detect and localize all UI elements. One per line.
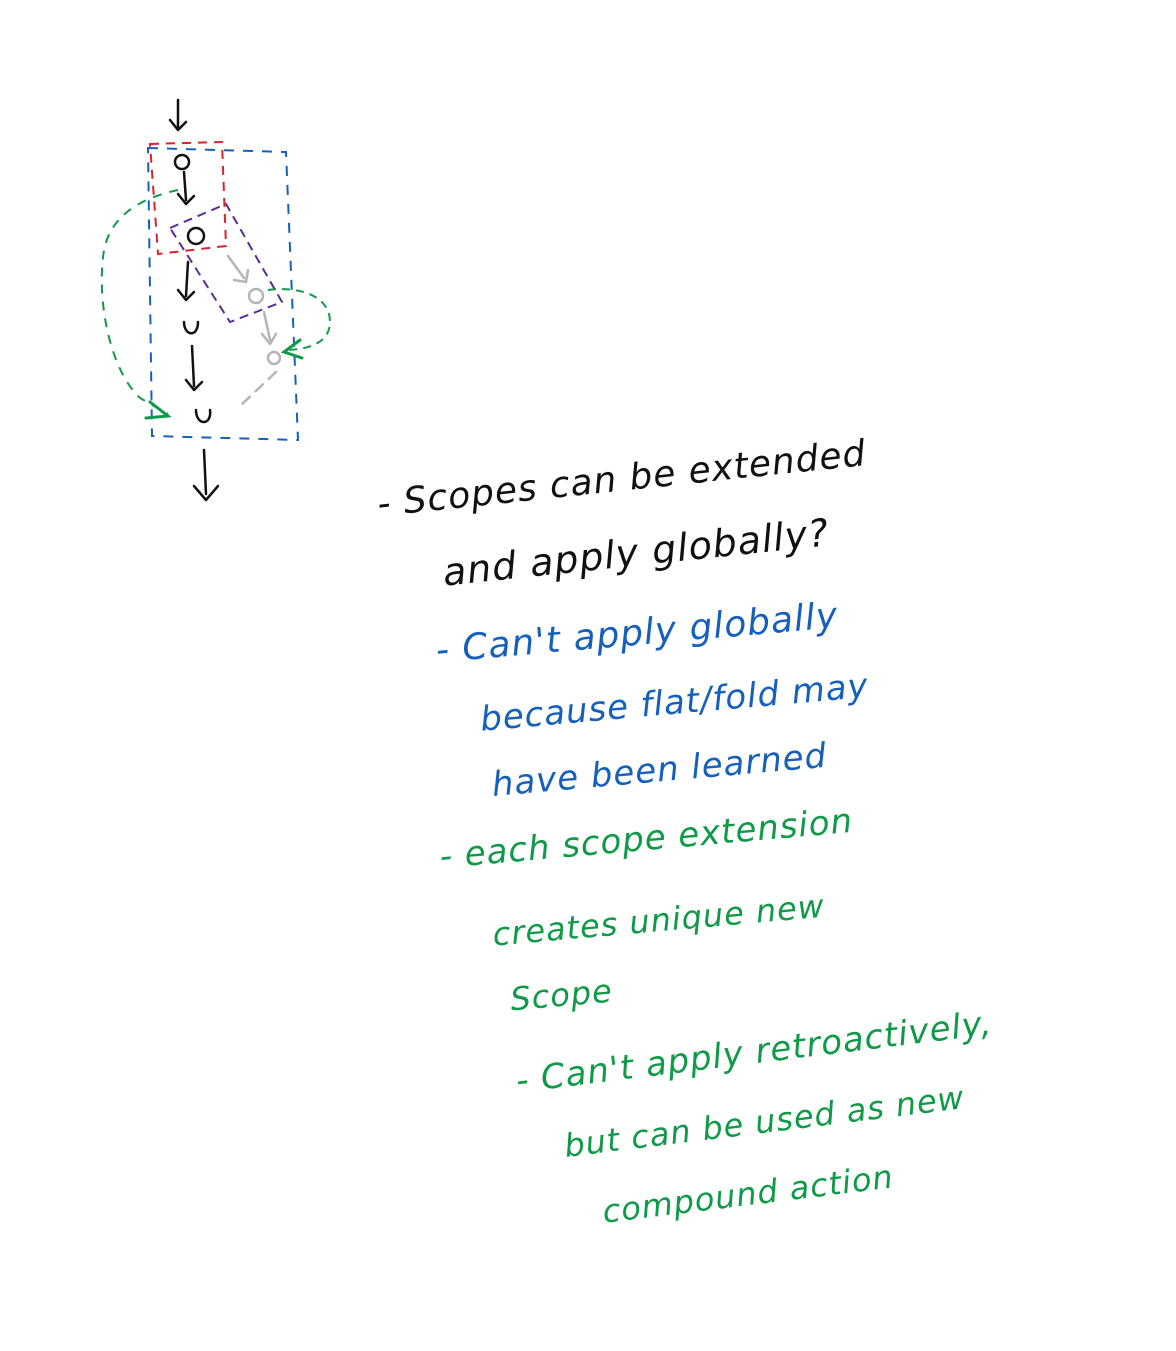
note-scopes-extended: - Scopes can be extended and apply globa… [375,433,868,595]
chain-arrow-2 [176,260,196,302]
chain-node-4 [194,408,212,424]
green-left-arrowhead [144,400,172,420]
purple-scope-box [168,202,284,324]
green-right-arrowhead [280,338,304,360]
note-1-line-1: - Scopes can be extended [375,433,868,525]
scope-diagram [100,98,332,502]
note-4-line-2: but can be used as new [562,1078,966,1165]
grey-node-1 [247,287,265,305]
grey-arrow-2 [260,310,278,346]
note-1-line-2: and apply globally? [441,510,832,594]
chain-node-2 [186,226,206,246]
chain-node-1 [173,153,191,171]
grey-arrow-3 [238,370,278,408]
note-cant-apply-retroactively: - Can't apply retroactively, but can be … [514,1003,994,1231]
note-cant-apply-globally: - Can't apply globally because flat/fold… [434,595,870,805]
green-right-arc [267,288,332,351]
chain-arrow-out [192,448,220,502]
note-scope-extension: - each scope extension creates unique ne… [438,801,855,1019]
blue-scope-box [146,146,300,442]
entry-arrow [168,98,188,132]
chain-arrow-1 [176,170,196,206]
green-left-arc [100,189,179,415]
note-2-line-1: - Can't apply globally [434,595,840,671]
note-2-line-2: because flat/fold may [478,666,870,740]
note-4-line-3: compound action [600,1157,895,1230]
grey-arrow-1 [226,254,250,284]
grey-node-2 [266,350,282,366]
note-3-line-3: Scope [509,972,614,1019]
note-2-line-3: have been learned [490,736,828,805]
note-3-line-2: creates unique new [491,887,826,954]
red-scope-box [148,140,228,256]
chain-node-3 [182,320,200,335]
note-3-line-1: - each scope extension [438,801,855,877]
chain-arrow-3 [184,344,204,392]
